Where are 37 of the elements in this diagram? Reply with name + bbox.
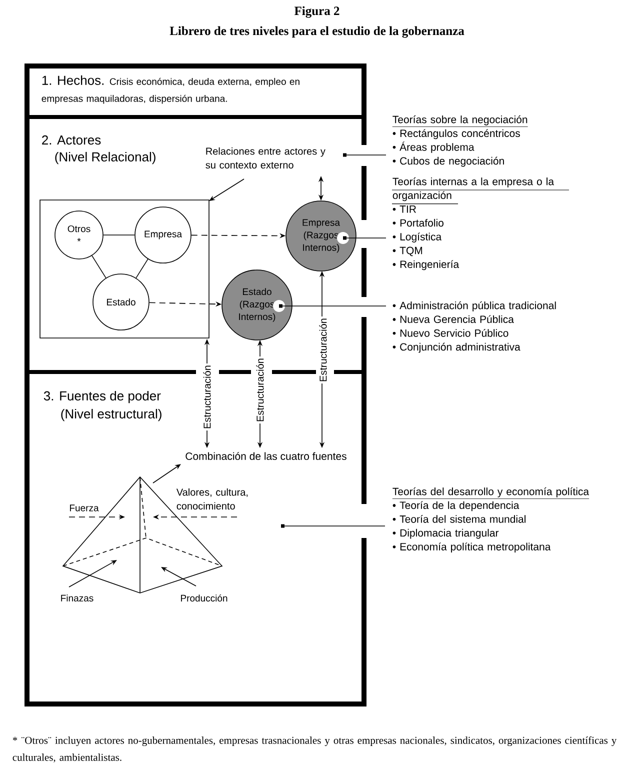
theory-list: • Administración pública tradicional • Nueva Gerencia Pública • Nuevo Servicio Público • Conjunción administrativa: [392, 301, 556, 353]
actors-box: [40, 200, 210, 338]
leader-line: [281, 524, 386, 528]
edge-label: Estructuración: [202, 364, 212, 430]
node-label: • Portafolio: [392, 218, 444, 227]
figure-title: Figura 2: [294, 6, 340, 18]
node-label: Teorías internas a la empresa o la organización: [392, 177, 554, 202]
note-text: Combinación de las cuatro fuentes: [186, 452, 346, 460]
source-label: Finazas: [61, 594, 94, 602]
node-label: • TIR: [392, 206, 416, 213]
edge-label: Estructuración: [318, 316, 328, 384]
theory-list: Teorías del desarrollo y economía política • Teoría de la dependencia • Teoría del sistema mundial • Diplomacia triangular • Economía política metropolitana: [392, 487, 590, 553]
arrow: [209, 178, 244, 201]
source-label: Fuerza: [70, 504, 99, 512]
source-label: Producción: [181, 594, 228, 602]
leader-line: [343, 236, 386, 240]
theory-list: Teorías sobre la negociación • Rectángulos concéntricos • Áreas problema • Cubos de negociación: [392, 115, 528, 167]
section-text: 1. Hechos. Crisis económica, deuda externa, empleo en empresas maquiladoras, dispersión urbana.: [42, 75, 300, 104]
figure-subtitle: Librero de tres niveles para el estudio de la gobernanza: [170, 26, 464, 38]
connector-line: [103, 234, 135, 236]
node-label: • Reingeniería: [392, 260, 460, 270]
leader-line: [279, 304, 386, 308]
connector-line: [92, 255, 106, 278]
note-text: Relaciones entre actores y su contexto externo: [206, 147, 326, 169]
arrow: [152, 464, 181, 484]
edge-label: Estructuración: [254, 356, 266, 424]
section-subheading: (Nivel estructural): [61, 408, 162, 422]
section-heading: 3. Fuentes de poder: [44, 390, 161, 404]
theory-list: Teorías internas a la empresa o la organización • TIR • Portafolio • Logística • TQM • Reingeniería: [392, 177, 554, 270]
section-subheading: (Nivel Relacional): [55, 152, 156, 164]
source-label: Valores, cultura, conocimiento: [176, 488, 248, 510]
section-heading: 2. Actores: [42, 135, 101, 145]
connector-line: [136, 258, 148, 278]
footnote: * ¨Otros¨ incluyen actores no-gubernamentales, empresas trasnacionales y otras empresas nacionales, sindicatos, organizaciones científicas y culturales, ambientalistas.: [12, 736, 617, 762]
node-label: • TQM: [392, 246, 422, 256]
node-label: • Logística: [392, 232, 442, 243]
leader-line: [343, 153, 386, 157]
